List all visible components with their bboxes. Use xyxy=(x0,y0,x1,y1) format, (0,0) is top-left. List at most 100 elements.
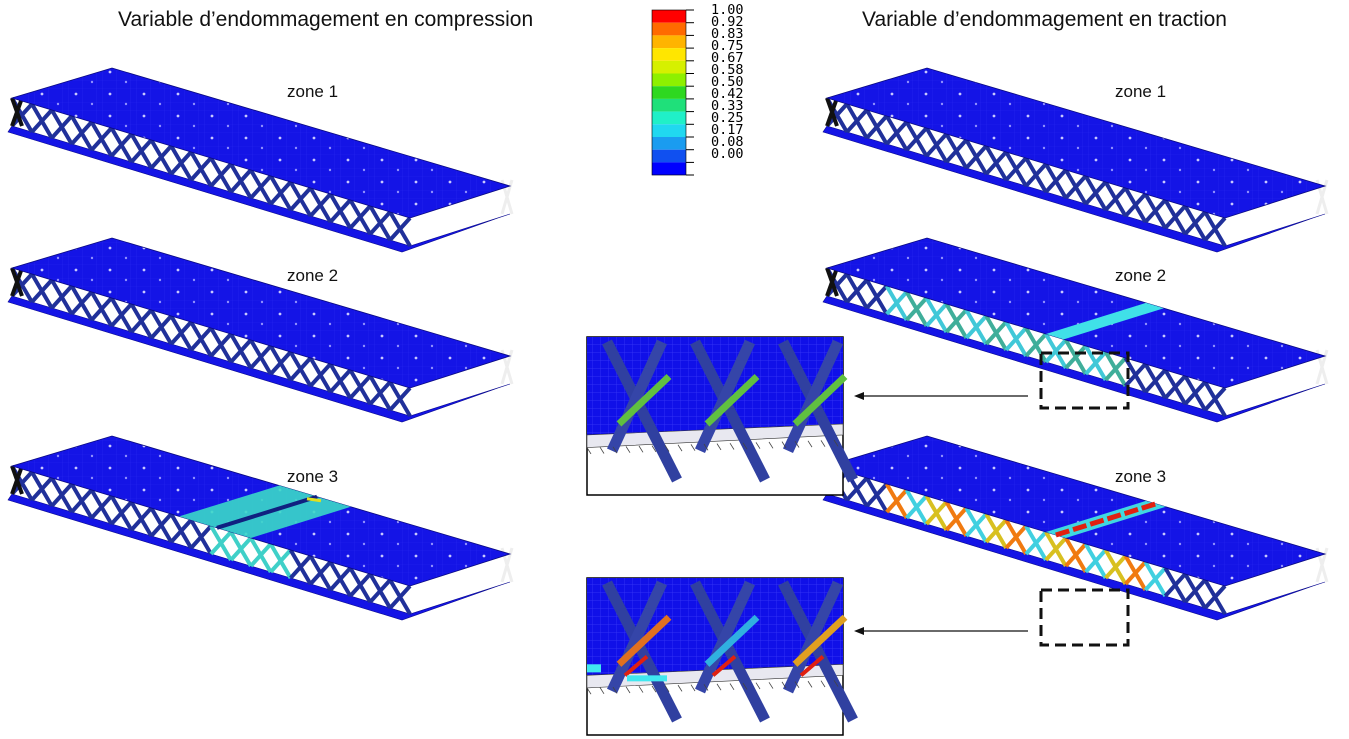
truss-member xyxy=(845,476,869,502)
truss-member xyxy=(50,284,74,310)
truss-member xyxy=(885,290,909,316)
truss-member xyxy=(1004,156,1028,182)
legend-swatch xyxy=(652,10,686,23)
truss-member xyxy=(328,198,352,224)
truss-member xyxy=(388,584,412,610)
inset-hatch xyxy=(833,680,839,687)
truss-member xyxy=(348,204,372,230)
truss-member xyxy=(1004,326,1028,352)
truss-member xyxy=(30,108,54,134)
damage-band xyxy=(179,485,315,528)
truss-member xyxy=(328,566,352,592)
truss-member xyxy=(189,156,213,182)
left-zone-1-label: zone 1 xyxy=(287,82,339,101)
truss-member xyxy=(925,500,948,526)
truss-member xyxy=(1024,530,1048,556)
right-slab-zone-3 xyxy=(822,435,1329,621)
truss-member xyxy=(1124,192,1147,218)
inset-hatch xyxy=(651,445,657,453)
inset-strut xyxy=(602,339,682,483)
inset-hatch xyxy=(638,686,644,693)
inset-hatch xyxy=(638,445,644,453)
legend-label: 0.83 xyxy=(711,26,744,42)
inset-strut xyxy=(607,580,667,694)
truss-member xyxy=(169,518,193,544)
truss-member xyxy=(905,126,928,152)
inset-strut xyxy=(690,339,770,483)
truss-member xyxy=(1024,332,1048,358)
inset-strut xyxy=(783,339,843,454)
damage-band xyxy=(218,497,351,538)
truss-member xyxy=(90,296,113,322)
truss-member xyxy=(1104,554,1127,580)
inset-hatch xyxy=(807,680,813,688)
left-title: Variable d’endommagement en compression xyxy=(118,8,534,31)
inset-hatch xyxy=(716,683,722,691)
inset-hatch xyxy=(729,683,735,690)
left-slab-zone-3 xyxy=(7,435,514,621)
legend-label: 0.67 xyxy=(711,50,744,66)
legend-swatch xyxy=(652,22,686,36)
legend-swatch xyxy=(652,111,686,125)
truss-member xyxy=(984,150,1008,176)
truss-member xyxy=(229,338,253,364)
zoom-region-box xyxy=(1039,351,1130,410)
end-brace xyxy=(10,465,24,495)
truss-member xyxy=(1104,356,1127,382)
truss-member xyxy=(388,216,412,242)
legend-label: 0.50 xyxy=(711,74,744,90)
legend-label: 0.17 xyxy=(711,122,744,138)
legend-label: 0.42 xyxy=(711,86,744,102)
truss-member xyxy=(1084,350,1108,376)
truss-member xyxy=(1124,362,1147,388)
end-brace xyxy=(825,267,839,297)
truss-member xyxy=(1143,368,1167,394)
truss-member xyxy=(1044,536,1068,562)
truss-member xyxy=(1183,578,1207,604)
right-title: Variable d’endommagement en traction xyxy=(862,8,1227,31)
inset-hatch xyxy=(755,442,761,449)
inset-damage xyxy=(616,614,672,667)
left-zone-2-label: zone 2 xyxy=(287,266,339,285)
legend-swatch xyxy=(652,86,686,99)
inset-hatch xyxy=(690,444,696,451)
right-zone-3-label: zone 3 xyxy=(1115,467,1167,486)
end-brace xyxy=(500,349,514,385)
legend-swatch xyxy=(652,137,686,150)
truss-member xyxy=(70,290,94,316)
truss-member xyxy=(1024,162,1048,188)
truss-member xyxy=(50,482,74,508)
truss-member xyxy=(348,572,372,598)
legend-swatch xyxy=(652,124,686,137)
truss-member xyxy=(964,512,988,538)
end-brace xyxy=(1315,179,1329,215)
inset-hatch xyxy=(781,441,787,449)
left-slab-zone-1 xyxy=(7,67,514,253)
inset-hatch xyxy=(768,682,774,689)
truss-member xyxy=(149,144,173,170)
inset-hatch xyxy=(716,443,722,451)
right-zone-1-label: zone 1 xyxy=(1115,82,1167,101)
inset-strut xyxy=(695,580,755,694)
truss-member xyxy=(984,518,1008,544)
inset-damage xyxy=(792,373,848,427)
inset-strut xyxy=(783,580,843,694)
inset-hatch xyxy=(625,446,631,453)
truss-member xyxy=(229,168,253,194)
truss-member xyxy=(1084,548,1108,574)
truss-member xyxy=(309,192,332,218)
truss-member xyxy=(209,332,233,358)
inset-hatch xyxy=(690,684,696,692)
legend-label: 0.08 xyxy=(711,134,744,150)
truss-member xyxy=(944,308,968,334)
truss-member xyxy=(1163,374,1187,400)
truss-member xyxy=(129,506,153,532)
truss-member xyxy=(1163,572,1187,598)
inset-hatch xyxy=(833,439,839,447)
truss-member xyxy=(905,494,928,520)
truss-member xyxy=(1064,542,1088,568)
left-slab-zone-2 xyxy=(7,237,514,423)
inset-hatch xyxy=(742,442,748,450)
truss-member xyxy=(1163,204,1187,230)
